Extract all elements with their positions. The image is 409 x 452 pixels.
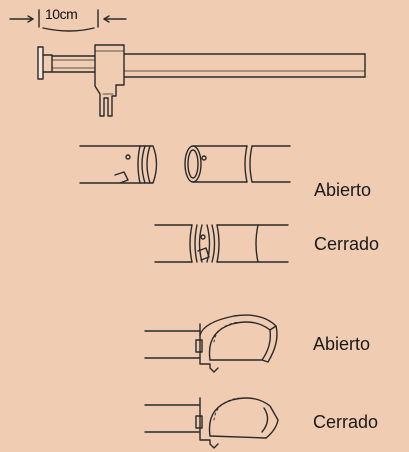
coupling-open-label: Abierto [314,180,372,200]
coupling-open-drawing [79,145,291,184]
hook-open-label: Abierto [313,334,371,354]
coupling-closed-label: Cerrado [314,234,380,254]
coupling-closed-drawing [154,224,289,263]
dimension-label: 10cm [45,6,78,22]
hook-closed-label: Cerrado [313,412,379,432]
dimension-marker [9,9,127,32]
hook-closed-drawing [144,397,279,449]
rod-full-view [37,44,366,117]
hook-open-drawing [144,314,278,373]
